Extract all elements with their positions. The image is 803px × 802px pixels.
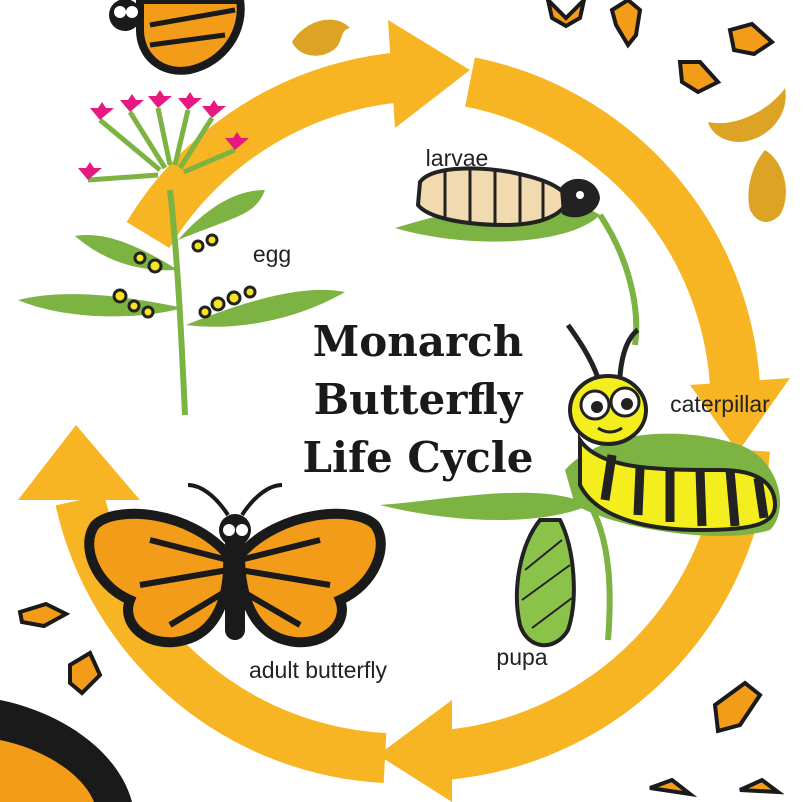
milkweed-plant-icon: [18, 90, 345, 415]
cycle-arrowhead-top: [388, 20, 470, 128]
page-title: Monarch Butterfly Life Cycle: [303, 317, 534, 482]
small-monarch: [70, 653, 100, 693]
small-monarch: [740, 780, 778, 792]
chrysalis-icon: [380, 493, 610, 646]
small-monarch: [612, 0, 640, 45]
stage-label-adult: adult butterfly: [249, 657, 388, 683]
small-monarch: [715, 683, 760, 731]
stage-label-pupa: pupa: [496, 644, 547, 670]
stage-label-larvae: larvae: [426, 145, 489, 171]
monarch-butterfly-icon: [89, 485, 381, 642]
title-line-1: Monarch: [313, 317, 524, 366]
title-line-3: Life Cycle: [303, 433, 534, 482]
small-monarch: [20, 604, 66, 626]
monarch-butterfly-icon: [109, 0, 241, 71]
small-monarch: [650, 780, 690, 794]
milkweed-leaf: [18, 294, 183, 316]
small-monarch: [730, 24, 772, 54]
cycle-arrowhead-left: [18, 425, 140, 500]
stage-label-caterpillar: caterpillar: [670, 391, 770, 417]
title-line-2: Butterfly: [314, 375, 524, 424]
small-monarch: [680, 62, 718, 92]
small-monarch: [548, 0, 584, 26]
stage-label-egg: egg: [253, 241, 291, 267]
cycle-arrowhead-bottom: [378, 700, 452, 802]
